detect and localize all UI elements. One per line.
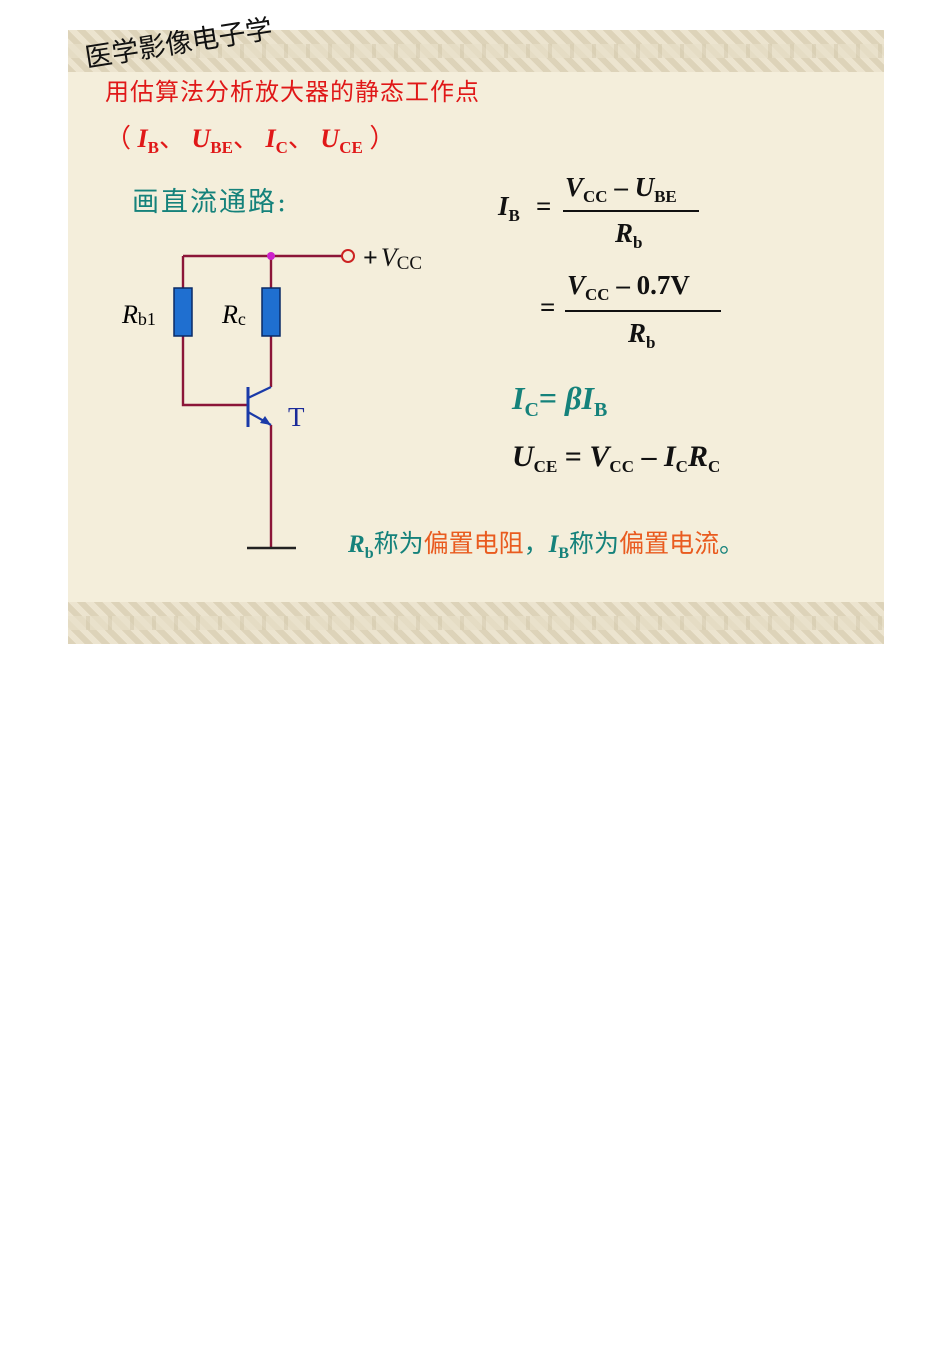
separator: 、 xyxy=(287,124,314,153)
separator: 、 xyxy=(232,124,259,153)
paren-open: （ xyxy=(105,124,132,153)
junction-node xyxy=(267,252,275,260)
wire-base xyxy=(181,336,248,407)
uce-formula: UCE = VCC – ICRC xyxy=(512,440,721,476)
ib-numerator: VCC – UBE xyxy=(565,172,677,206)
parameter-list: （ IB、 UBE、 IC、 UCE ） xyxy=(105,118,395,158)
rc-label: Rc xyxy=(221,300,246,329)
param-ube: UBE xyxy=(191,124,233,157)
decorative-top-band xyxy=(68,30,884,72)
vcc-terminal xyxy=(341,249,355,263)
rb-symbol: Rb xyxy=(348,531,374,562)
ib-approx-numerator: VCC – 0.7V xyxy=(567,270,690,304)
transistor-label: T xyxy=(288,402,305,432)
slide-heading: 用估算法分析放大器的静态工作点 xyxy=(105,78,480,106)
resistor-rc xyxy=(261,287,281,337)
fraction-bar xyxy=(565,310,721,312)
equals-sign: = xyxy=(540,292,556,322)
param-ib: IB xyxy=(137,124,159,157)
vcc-label: +VCC xyxy=(363,243,422,274)
slide xyxy=(68,30,884,644)
decorative-bottom-band xyxy=(68,602,884,644)
bias-note: Rb称为偏置电阻，IB称为偏置电流。 xyxy=(348,529,745,562)
ib-symbol: IB xyxy=(498,191,520,225)
dc-path-label: 画直流通路: xyxy=(132,187,289,218)
param-ic: IC xyxy=(265,124,288,157)
transistor-t xyxy=(246,386,272,427)
note-text: 称为 xyxy=(373,529,424,558)
fraction-bar xyxy=(563,210,699,212)
ib-approx-denominator: Rb xyxy=(628,318,656,352)
resistor-rb1 xyxy=(173,287,193,337)
ib-symbol-note: IB xyxy=(548,531,570,562)
note-text: 称为 xyxy=(569,529,620,558)
term-bias-resistor: 偏置电阻 xyxy=(423,529,524,558)
dc-circuit-diagram: Rb1 Rc T +VCC xyxy=(121,243,422,550)
equals-sign: = xyxy=(536,191,552,221)
circuit-wires xyxy=(181,254,342,548)
separator: 、 xyxy=(158,124,185,153)
ic-formula: IC= βIB xyxy=(512,380,608,421)
rb1-label: Rb1 xyxy=(121,300,156,329)
ib-denominator: Rb xyxy=(615,218,643,252)
param-uce: UCE xyxy=(320,124,363,157)
term-bias-current: 偏置电流 xyxy=(619,529,720,558)
paren-close: ） xyxy=(369,124,396,153)
